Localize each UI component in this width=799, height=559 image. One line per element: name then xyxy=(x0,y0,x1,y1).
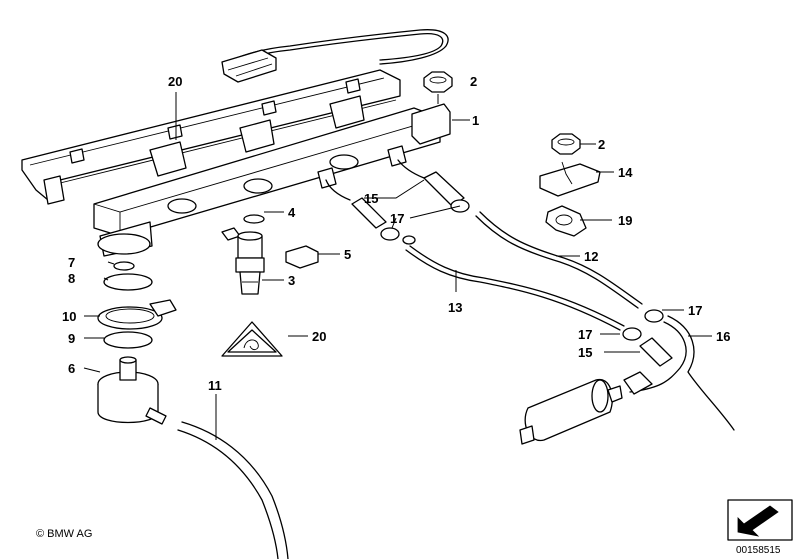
fuel-hose-short-upper xyxy=(351,171,465,229)
label-part-14: 14 xyxy=(618,165,633,180)
direction-arrow-icon xyxy=(737,505,779,537)
wiring-harness-cable xyxy=(221,29,449,83)
leader-lines xyxy=(83,92,712,440)
label-part-13: 13 xyxy=(448,300,462,315)
label-part-16: 16 xyxy=(716,329,730,344)
label-part-20: 20 xyxy=(312,329,326,344)
fuel-injector xyxy=(221,227,265,295)
label-part-3: 3 xyxy=(288,273,295,288)
label-part-19: 19 xyxy=(618,213,632,228)
label-part-17-right: 17 xyxy=(688,303,702,318)
fuel-feed-pipe xyxy=(475,215,639,309)
label-part-8: 8 xyxy=(68,271,75,286)
injector-clip xyxy=(285,245,319,269)
label-part-4: 4 xyxy=(288,205,296,220)
fuel-hose-to-filter xyxy=(629,321,687,393)
rail-outlet-pipe xyxy=(325,179,351,201)
holding-bracket xyxy=(539,161,601,197)
hose-holder-clip xyxy=(545,205,587,237)
document-reference-box: 00158515 xyxy=(727,499,793,556)
regulator-seal-ring xyxy=(103,331,153,349)
label-part-18: 20 xyxy=(168,74,182,89)
fuel-return-pipe xyxy=(405,249,621,331)
document-number: 00158515 xyxy=(736,545,781,556)
label-part-1: 1 xyxy=(472,113,479,128)
label-part-15-lower: 15 xyxy=(578,345,592,360)
label-part-12: 12 xyxy=(584,249,598,264)
vacuum-hose xyxy=(177,429,279,559)
label-part-11: 11 xyxy=(208,378,222,393)
fuel-rail xyxy=(93,103,451,257)
o-ring-large xyxy=(103,273,153,291)
wiring-channel-cover xyxy=(21,69,401,205)
hose-clamps-lower xyxy=(622,309,664,341)
label-part-2-upper: 2 xyxy=(470,74,477,89)
fuel-hose-short-lower xyxy=(639,337,673,367)
hex-nut-lower xyxy=(551,133,581,155)
pressure-regulator xyxy=(97,356,167,425)
label-part-17-upper: 17 xyxy=(390,211,404,226)
injector-o-ring xyxy=(243,214,265,224)
label-part-2-lower: 2 xyxy=(598,137,605,152)
label-part-15-upper: 15 xyxy=(364,191,378,206)
fuel-filter xyxy=(519,378,623,445)
label-part-10: 10 xyxy=(62,309,76,324)
label-part-5: 5 xyxy=(344,247,351,262)
label-part-9: 9 xyxy=(68,331,75,346)
hose-clamp-regulator xyxy=(97,299,177,330)
copyright-text: © BMW AG xyxy=(36,528,92,540)
label-part-6: 6 xyxy=(68,361,75,376)
hex-nut-upper xyxy=(423,71,453,93)
warning-triangle-label xyxy=(221,321,283,357)
label-part-17-lower: 17 xyxy=(578,327,592,342)
seal-ring-small xyxy=(113,261,135,271)
label-part-7: 7 xyxy=(68,255,75,270)
